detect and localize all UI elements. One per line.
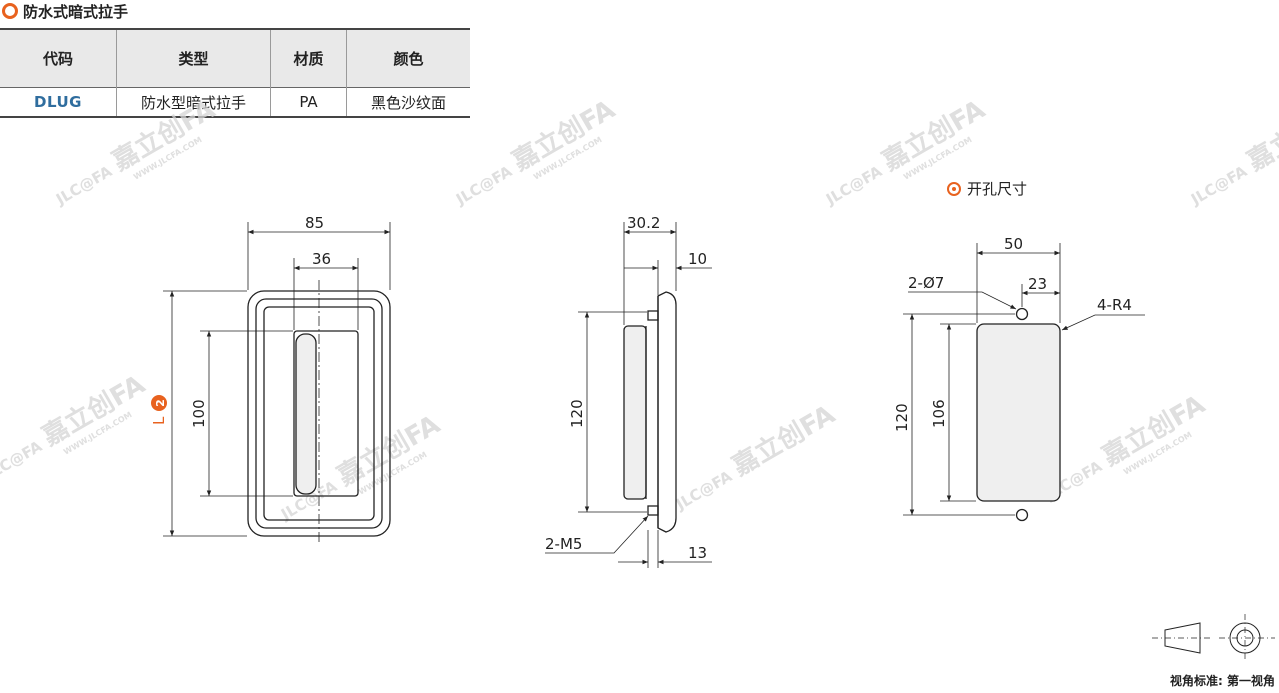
svg-text:JLC@FA: JLC@FA: [52, 162, 115, 209]
watermark: JLC@FA 嘉立创FA WWW.JLCFA.COM: [452, 94, 620, 209]
dim-100: 100: [190, 399, 208, 428]
svg-text:JLC@FA: JLC@FA: [0, 437, 45, 484]
circle-bullet-icon: [2, 3, 18, 19]
handle-pocket: [293, 330, 359, 497]
side-view: [545, 222, 712, 568]
svg-text:嘉立创FA: 嘉立创FA: [1242, 94, 1279, 177]
badge-number: 2: [154, 399, 167, 407]
watermark: JLC@FA 嘉立创FA WWW.JLCFA.COM: [52, 94, 220, 209]
cutout-view: [903, 243, 1145, 522]
cell-material: PA: [270, 87, 347, 117]
target-bullet-icon: [947, 181, 961, 196]
cutout-label-text: 开孔尺寸: [967, 180, 1028, 198]
svg-text:嘉立创FA: 嘉立创FA: [727, 399, 840, 482]
screw-bottom: [647, 505, 659, 516]
col-header-code: 代码: [0, 29, 117, 88]
watermark: JLC@FA 嘉立创FA: [1187, 94, 1279, 209]
section-title: 防水式暗式拉手: [2, 0, 128, 22]
cutout-label: 开孔尺寸: [947, 178, 1027, 199]
dim-2-m5: 2-M5: [545, 535, 582, 553]
cell-code[interactable]: DLUG: [0, 87, 117, 117]
section-title-text: 防水式暗式拉手: [23, 2, 129, 21]
dim-L: L: [150, 416, 168, 425]
svg-text:JLC@FA: JLC@FA: [1187, 162, 1250, 209]
leader-m5: [545, 515, 649, 554]
watermark: JLC@FA 嘉立创FA WWW.JLCFA.COM: [822, 94, 990, 209]
svg-text:JLC@FA: JLC@FA: [822, 162, 885, 209]
svg-text:JLC@FA: JLC@FA: [452, 162, 515, 209]
dim-2-holes: 2-Ø7: [908, 274, 944, 292]
col-header-material: 材质: [270, 29, 347, 88]
dim-50: 50: [1004, 235, 1023, 253]
col-header-color: 颜色: [346, 29, 470, 88]
hole-bottom: [1015, 508, 1029, 522]
dim-23: 23: [1028, 275, 1047, 293]
watermark: JLC@FA 嘉立创FA: [672, 399, 840, 514]
dim-85: 85: [305, 214, 324, 232]
dim-L-group: L 2: [150, 395, 168, 425]
first-angle-projection-icon: [1152, 614, 1275, 662]
projection-standard-label: 视角标准: 第一视角: [1170, 674, 1275, 688]
svg-text:JLC@FA: JLC@FA: [672, 467, 735, 514]
cell-type: 防水型暗式拉手: [116, 87, 271, 117]
screw-top: [647, 310, 659, 321]
col-header-type: 类型: [116, 29, 271, 88]
dim-120: 120: [568, 399, 586, 428]
hole-top: [1015, 307, 1029, 321]
dim-13: 13: [688, 544, 707, 562]
cutout-rect: [976, 323, 1061, 502]
watermark: JLC@FA 嘉立创FA WWW.JLCFA.COM: [0, 369, 150, 484]
table-header-row: 代码 类型 材质 颜色: [0, 29, 470, 88]
side-flange: [657, 291, 677, 533]
side-body: [623, 325, 647, 500]
front-view: [163, 222, 391, 545]
table-row: DLUG 防水型暗式拉手 PA 黑色沙纹面: [0, 87, 470, 117]
dim-106: 106: [930, 399, 948, 428]
dim-cut-120: 120: [893, 403, 911, 432]
watermark: JLC@FA 嘉立创FA WWW.JLCFA.COM: [1042, 389, 1210, 504]
cell-color: 黑色沙纹面: [370, 93, 446, 112]
handle-grip: [295, 333, 317, 495]
badge-icon: [151, 395, 167, 411]
leader-holes: [908, 291, 1017, 310]
leader-radius: [1061, 314, 1145, 331]
dim-36: 36: [312, 250, 331, 268]
dim-4-r4: 4-R4: [1097, 296, 1132, 314]
dim-30-2: 30.2: [627, 214, 660, 232]
spec-table: 代码 类型 材质 颜色 DLUG 防水型暗式拉手 PA 黑色沙纹面: [0, 28, 470, 118]
dim-10: 10: [688, 250, 707, 268]
